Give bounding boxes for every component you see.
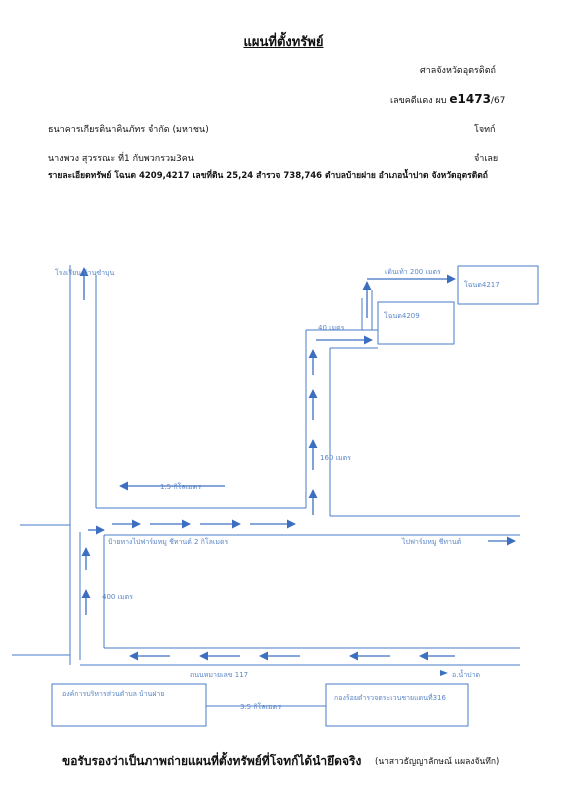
label-3-5km: 3.5 กิโลเมตร	[240, 702, 281, 711]
police-box	[325, 683, 469, 727]
certifier-name: (นาสาวธัญญาลักษณ์ แผลงจันทึก)	[375, 757, 500, 767]
label-highway-117: ถนนหมายเลข 117	[190, 671, 248, 679]
label-deed-4217: โฉนด4217	[464, 280, 500, 289]
parcel-4217	[457, 265, 539, 305]
plaintiff-name: ธนาคารเกียรตินาคินภัทร จำกัด (มหาชน)	[48, 125, 209, 135]
label-pig-farm: ไปฟาร์มหมู ชีทานต์	[401, 537, 462, 546]
label-to-nampat: อ.น้ำปาด	[452, 668, 480, 679]
label-tambon-office: องค์การบริหารส่วนตำบล บ้านฝาย	[62, 690, 164, 698]
court-name: ศาลจังหวัดอุตรดิตถ์	[420, 66, 497, 76]
label-walk-200: เดินเท้า 200 เมตร	[385, 268, 441, 276]
defendant-role: จำเลย	[474, 154, 499, 164]
label-deed-4209: โฉนด4209	[384, 311, 420, 320]
case-number: e1473	[449, 92, 491, 106]
case-number-line: เลขคดีแดง ผบ e1473/67	[390, 92, 505, 107]
arrow-hwy-end	[440, 670, 448, 676]
page-title: แผนที่ตั้งทรัพย์	[243, 35, 324, 50]
plaintiff-role: โจทก์	[474, 125, 496, 135]
defendant-name: นางพวง สุวรรณะ ที่1 กับพวกรวม3คน	[48, 154, 194, 164]
case-prefix: เลขคดีแดง ผบ	[390, 96, 447, 106]
label-police-unit: กองร้อยตำรวจตระเวนชายแดนที่316	[334, 693, 447, 702]
certification-statement: ขอรับรองว่าเป็นภาพถ่ายแผนที่ตั้งทรัพย์ที…	[62, 754, 362, 768]
label-school: โรงเรียน บ้านซำบุน	[55, 268, 114, 277]
label-40m: 40 เมตร	[318, 324, 345, 332]
tambon-office-box	[51, 683, 207, 727]
property-detail: รายละเอียดทรัพย์ โฉนด 4209,4217 เลขที่ดิ…	[48, 171, 488, 181]
parcel-4209	[377, 301, 455, 345]
label-turn-sign: ป้ายทางไปฟาร์มหมู ชีทานต์ 2 กิโลเมตร	[108, 537, 228, 546]
label-1-5km: 1.5 กิโลเมตร	[160, 482, 201, 491]
label-400m: 400 เมตร	[102, 593, 133, 601]
case-year: /67	[490, 96, 506, 106]
label-160m: 160 เมตร	[320, 454, 351, 462]
